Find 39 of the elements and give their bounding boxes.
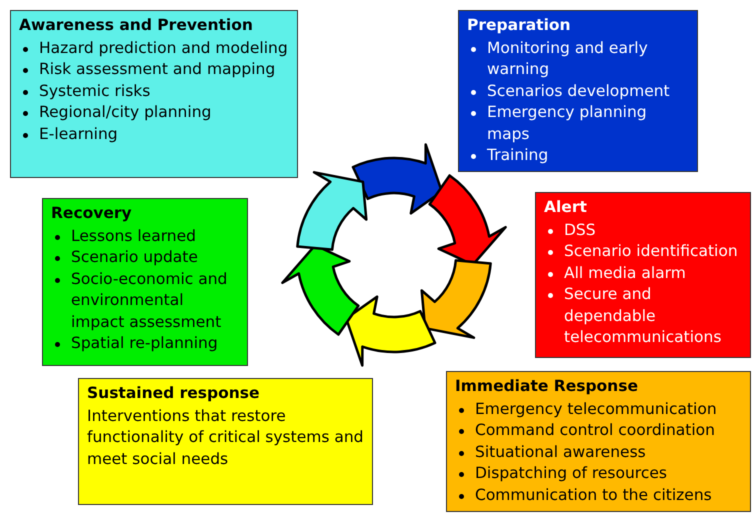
bullet-text: Regional/city planning (39, 103, 212, 121)
bullet-text: Monitoring and early warning (487, 38, 648, 78)
bullet-text: Secure and dependable telecommunications (564, 285, 722, 346)
phase-box (78, 378, 373, 505)
bullet-text: Lessons learned (71, 226, 196, 244)
phase-heading: Preparation (467, 15, 572, 36)
phase-box (42, 198, 248, 366)
phase-box (535, 192, 751, 358)
bullet-text: Scenario update (71, 248, 198, 266)
curved-arrow (352, 143, 444, 215)
bullet-text: Hazard prediction and modeling (39, 38, 288, 56)
bullet-text: Situational awareness (475, 442, 646, 460)
bullet-text: Emergency planning maps (487, 103, 647, 142)
bullet-text: Socio-economic and environmental impact assessment (71, 270, 228, 330)
bullet-text: Training (487, 146, 548, 164)
description-text: Interventions that restore functionality of critical systems and meet social needs (87, 406, 364, 468)
bullet-text: Scenario identification (564, 242, 738, 260)
bullet-text: Scenarios development (487, 82, 670, 100)
phase-heading: Awareness and Prevention (19, 15, 254, 36)
phase-box (446, 371, 751, 512)
phase-box (458, 10, 698, 172)
phase-heading: Sustained response (87, 383, 261, 404)
phase-heading: Alert (544, 197, 588, 218)
phase-heading: Immediate Response (455, 376, 639, 397)
bullet-text: Spatial re-planning (71, 334, 218, 352)
bullet-text: Systemic risks (39, 82, 150, 100)
curved-arrow (344, 295, 436, 367)
phase-heading: Recovery (51, 203, 133, 224)
bullet-text: E-learning (39, 124, 118, 142)
phase-box (10, 10, 298, 178)
bullet-text: Emergency telecommunication (475, 400, 717, 418)
bullet-text: All media alarm (564, 264, 686, 282)
bullet-text: Dispatching of resources (475, 464, 667, 482)
bullet-text: Communication to the citizens (475, 486, 712, 504)
bullet-text: Command control coordination (475, 421, 715, 439)
curved-arrow (296, 171, 368, 251)
bullet-text: Risk assessment and mapping (39, 60, 276, 78)
bullet-text: DSS (564, 220, 596, 238)
curved-arrow (420, 259, 492, 339)
